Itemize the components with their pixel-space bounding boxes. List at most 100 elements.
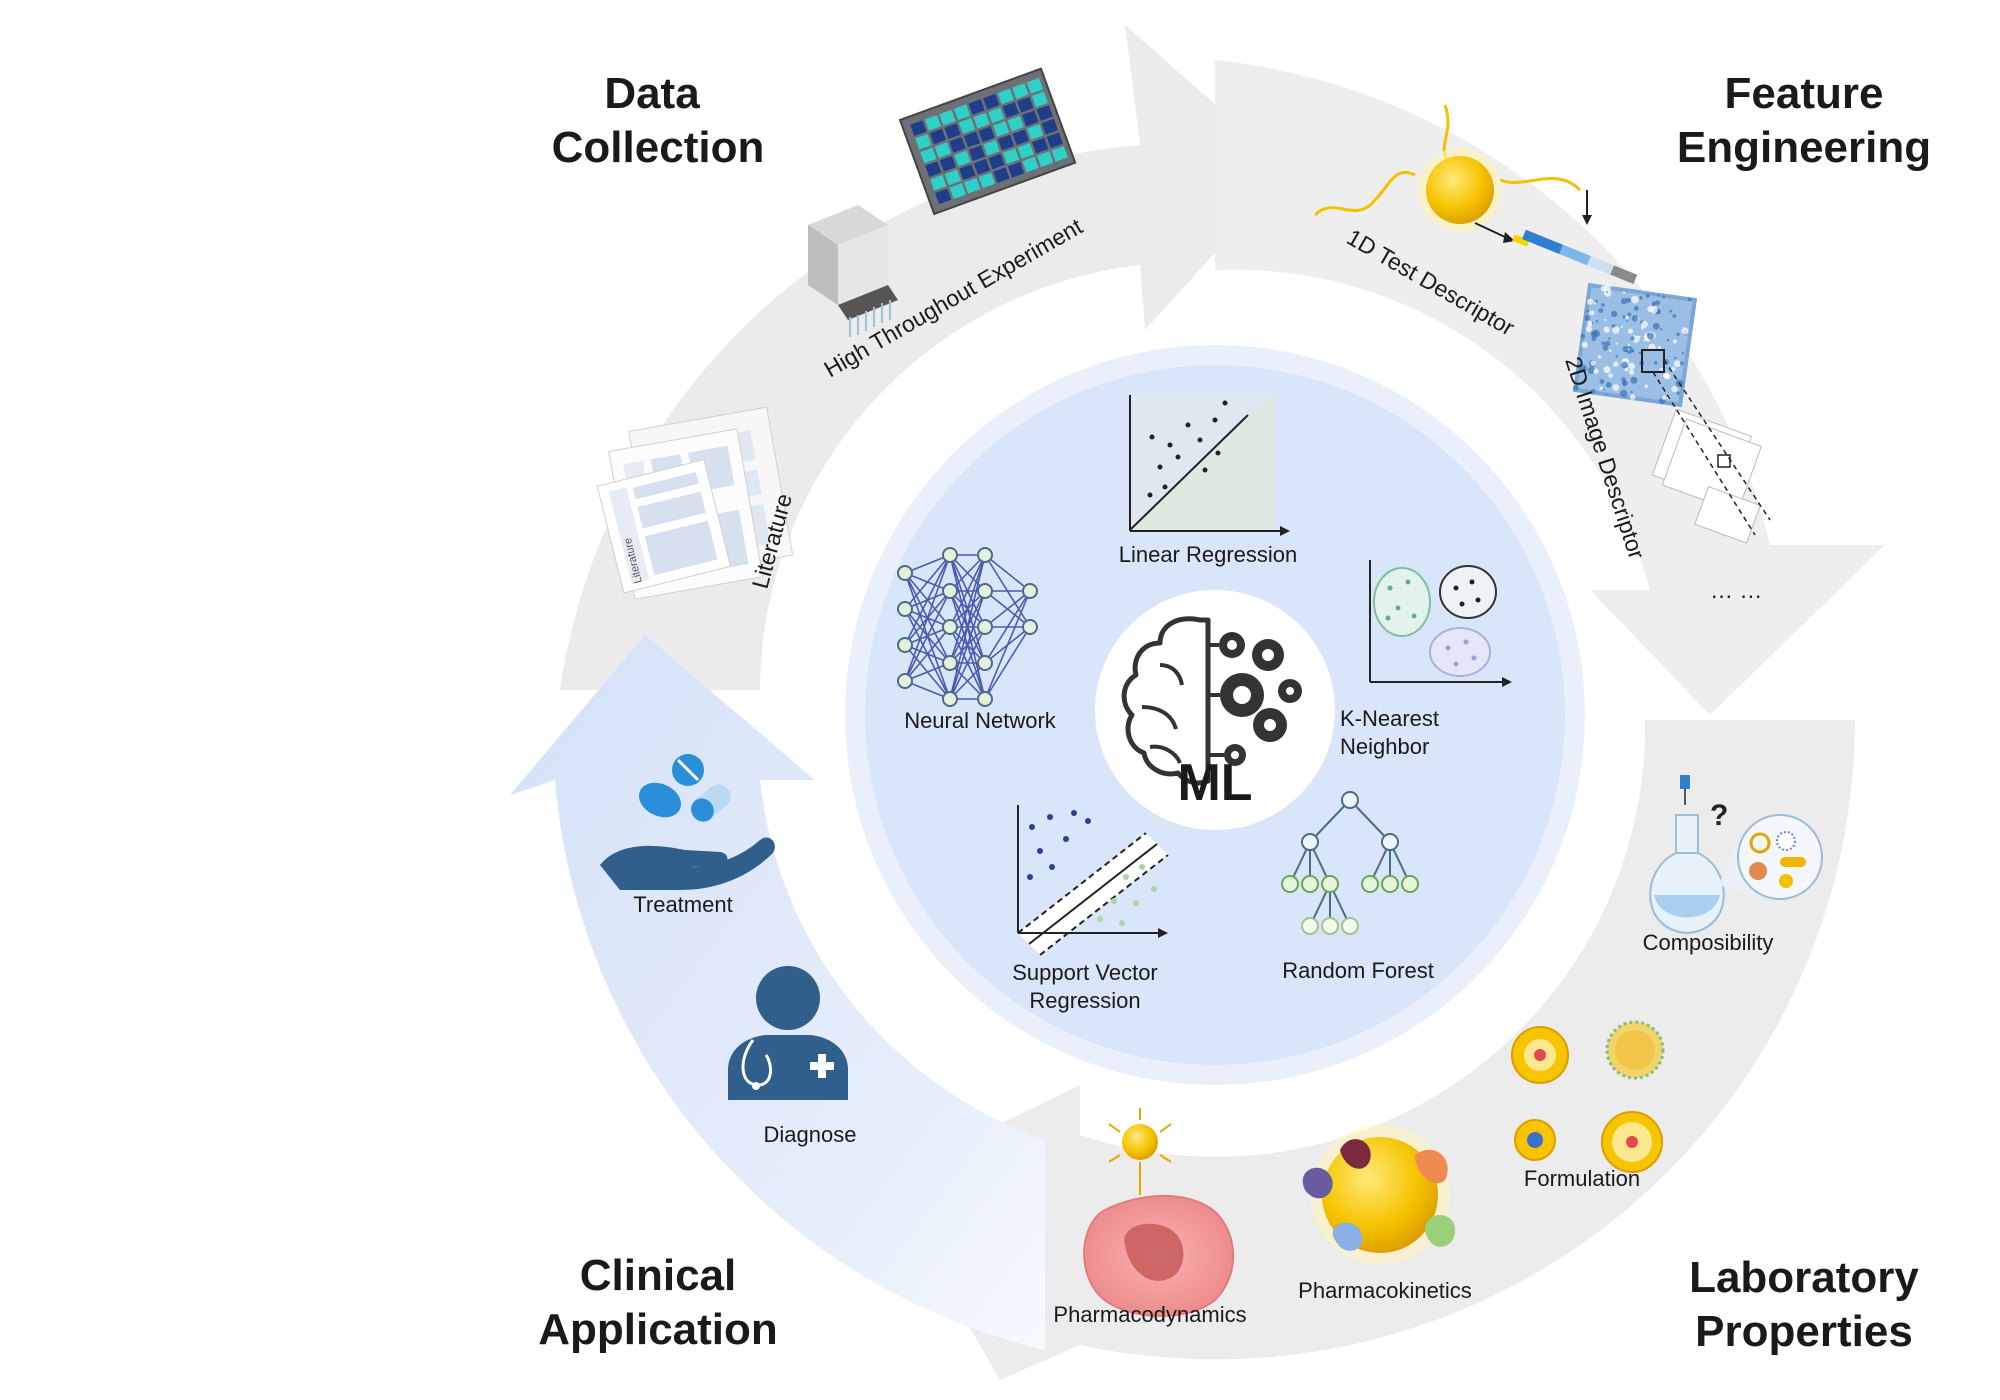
pharmacokinetics-label: Pharmacokinetics	[1298, 1278, 1472, 1303]
nn-node	[897, 637, 913, 653]
texture-dot	[1625, 315, 1629, 320]
nn-node	[897, 601, 913, 617]
plate-well	[973, 158, 991, 175]
rf-node	[1381, 875, 1399, 893]
texture-dot	[1641, 321, 1648, 328]
plate-well	[944, 123, 961, 140]
nn-edge	[949, 554, 986, 664]
plate-well	[910, 120, 927, 137]
texture-dot	[1626, 319, 1629, 322]
plate-well	[1022, 156, 1039, 173]
texture-dot	[1630, 336, 1635, 341]
texture-dot	[1593, 301, 1597, 305]
plate-well	[1012, 129, 1029, 146]
texture-dot	[1657, 294, 1660, 297]
texture-dot	[1673, 360, 1681, 368]
texture-dot	[1652, 322, 1660, 330]
plate-well	[1031, 91, 1049, 108]
texture-dot	[1676, 332, 1680, 337]
texture-dot	[1615, 342, 1619, 345]
nn-node	[942, 583, 958, 599]
rf-node	[1361, 875, 1379, 893]
texture-dot	[1643, 338, 1647, 342]
ml-label: ML	[1177, 754, 1252, 812]
texture-dot	[1578, 364, 1587, 373]
texture-dot	[1589, 310, 1595, 316]
random-forest-tree	[1281, 791, 1419, 935]
plate-well	[973, 112, 990, 129]
linear-regression-plot	[1129, 395, 1290, 536]
texture-dot	[1603, 326, 1610, 333]
knn-label-line1: K-Nearest	[1340, 706, 1439, 731]
svr-plot	[1017, 805, 1169, 956]
texture-dot	[1572, 384, 1579, 391]
texture-dot	[1595, 319, 1599, 323]
texture-dot	[1598, 308, 1604, 314]
rf-node	[1341, 791, 1359, 809]
rf-node	[1321, 875, 1339, 893]
plate-well	[1017, 96, 1034, 113]
nn-edge	[984, 554, 1031, 592]
nn-node	[942, 619, 958, 635]
texture-dot	[1628, 362, 1636, 370]
plate-well	[1007, 115, 1024, 132]
plate-well	[1002, 148, 1020, 165]
texture-dot	[1627, 328, 1634, 334]
diagnose-label: Diagnose	[764, 1122, 857, 1147]
texture-dot	[1674, 356, 1677, 360]
texture-dot	[1672, 339, 1678, 344]
texture-dot	[1599, 386, 1603, 391]
texture-dot	[1639, 296, 1643, 300]
nn-edge	[904, 680, 951, 700]
flask-compatibility-icon: ?	[1649, 775, 1823, 935]
nn-edge	[904, 662, 951, 682]
plate-well	[1037, 151, 1054, 168]
plate-well	[1041, 118, 1058, 135]
plate-well	[939, 109, 956, 126]
plate-well	[1032, 137, 1049, 154]
nn-node	[942, 547, 958, 563]
nn-node	[1022, 583, 1038, 599]
rf-node	[1321, 917, 1339, 935]
neural-network-label: Neural Network	[904, 708, 1057, 733]
neural-network-icon	[897, 547, 1038, 707]
title-feature-engineering-line1: Feature	[1725, 69, 1884, 118]
texture-dot	[1605, 393, 1608, 396]
texture-dot	[1586, 309, 1590, 313]
molecule-1d-descriptor-icon	[1313, 104, 1638, 284]
texture-dot	[1681, 352, 1685, 355]
nn-node	[977, 691, 993, 707]
nn-edge	[984, 590, 1031, 700]
plate-well	[915, 133, 932, 150]
pharmacodynamics-label: Pharmacodynamics	[1053, 1302, 1246, 1327]
nn-edge	[984, 626, 1031, 700]
plate-well	[997, 134, 1015, 151]
nn-edge	[949, 590, 986, 700]
texture-dot	[1608, 373, 1614, 378]
title-data-collection-line1: Data	[604, 69, 700, 118]
brain-gears-icon	[1121, 616, 1302, 786]
texture-dot	[1627, 343, 1631, 347]
plate-well	[997, 88, 1014, 105]
plate-well	[963, 131, 981, 148]
rf-node	[1301, 917, 1319, 935]
random-forest-label: Random Forest	[1282, 958, 1434, 983]
plate-well	[1036, 105, 1054, 121]
texture-dot	[1627, 348, 1630, 351]
plate-well	[924, 115, 942, 131]
nn-edge	[904, 554, 951, 682]
texture-dot	[1672, 314, 1677, 319]
plate-well	[993, 167, 1010, 183]
texture-dot	[1600, 285, 1607, 292]
plate-well	[939, 155, 957, 172]
plate-well	[1012, 83, 1029, 99]
formulation-label: Formulation	[1524, 1166, 1640, 1191]
nn-node	[897, 565, 913, 581]
texture-dot	[1681, 327, 1689, 335]
texture-dot	[1588, 320, 1593, 325]
texture-dot	[1612, 384, 1620, 391]
nn-node	[942, 691, 958, 707]
texture-dot	[1602, 388, 1605, 391]
title-laboratory-properties-line1: Laboratory	[1689, 1253, 1919, 1302]
nn-edge	[984, 590, 1031, 628]
